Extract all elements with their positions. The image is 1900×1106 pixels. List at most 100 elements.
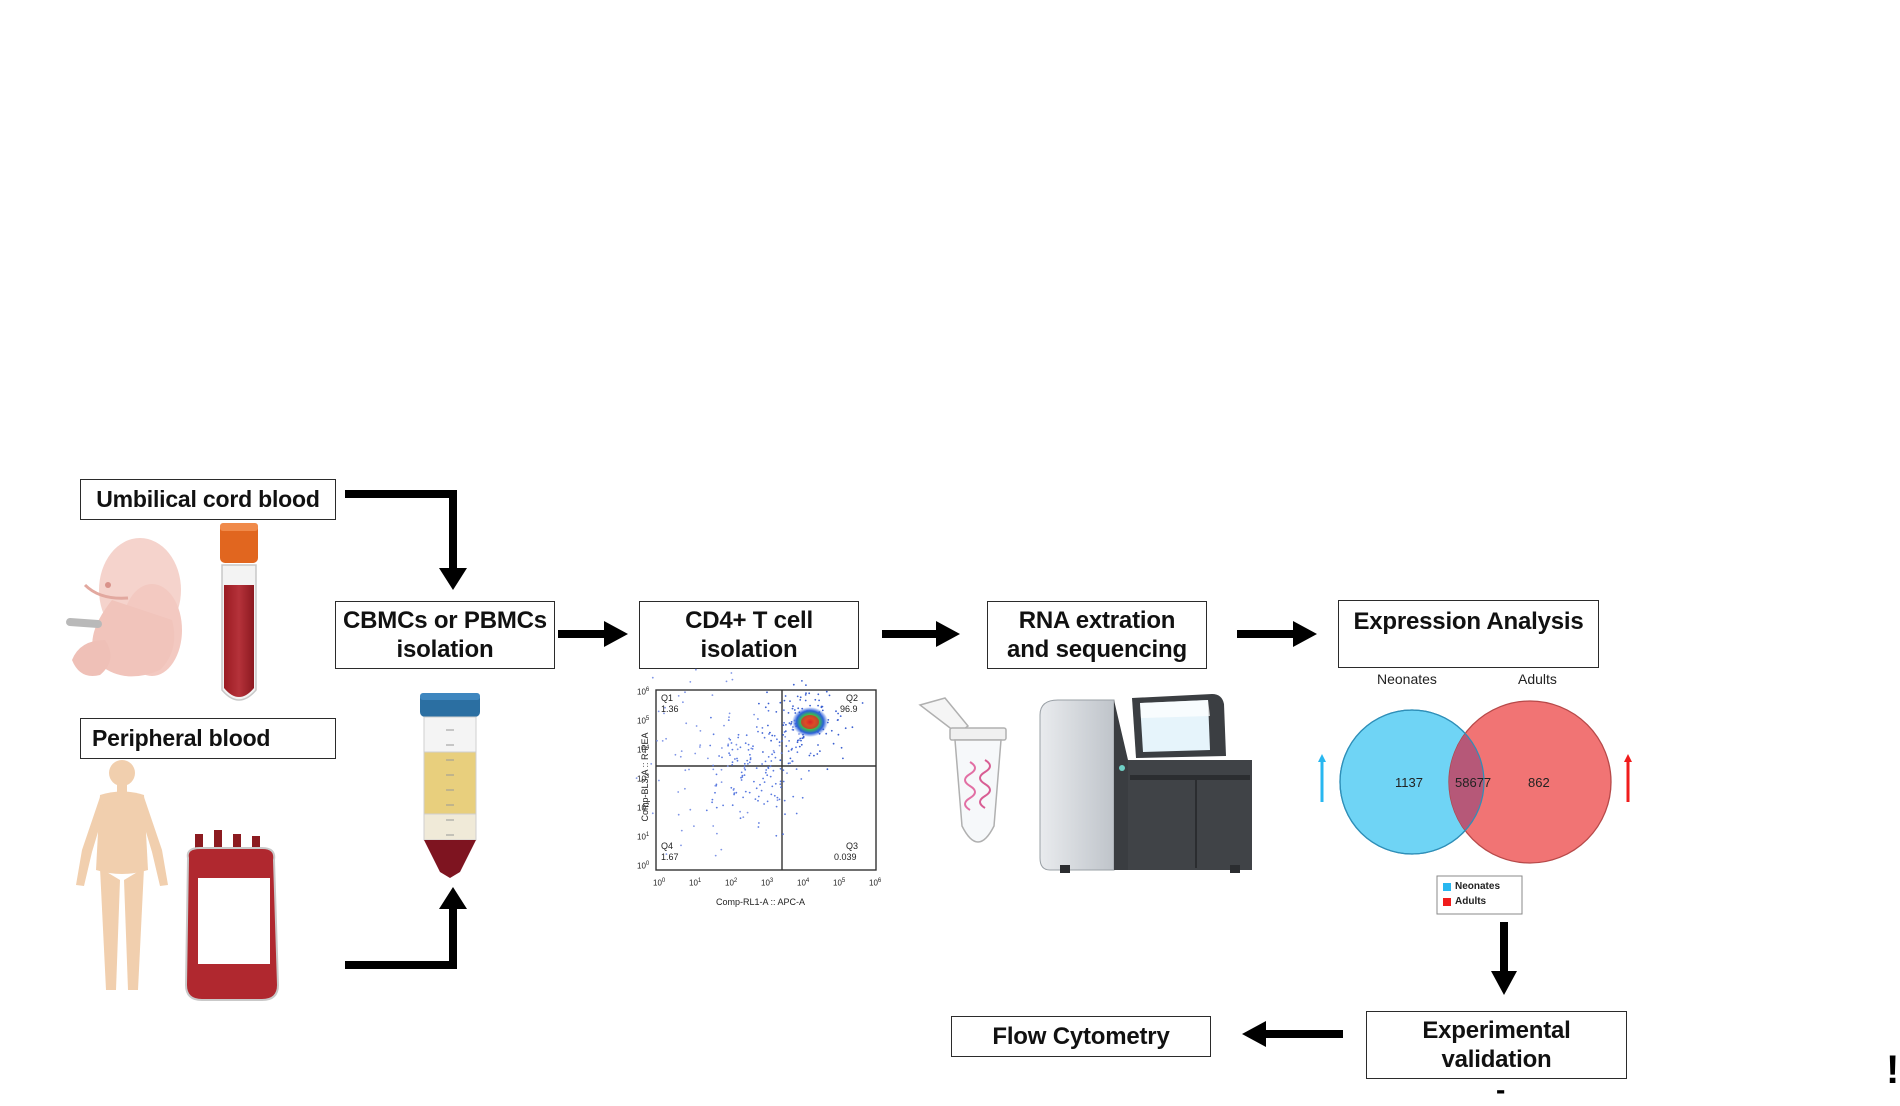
event-dot — [769, 765, 772, 768]
event-dot — [723, 724, 725, 727]
node-cell-isolation: CBMCs or PBMCs isolation — [335, 601, 555, 669]
event-dot — [757, 730, 759, 733]
event-dot — [792, 705, 794, 707]
event-dot — [757, 826, 760, 828]
event-dot — [779, 759, 782, 762]
event-dot — [785, 745, 788, 747]
event-dot — [748, 791, 751, 794]
flow-q4-value: 1.67 — [661, 852, 679, 862]
event-dot — [808, 692, 811, 695]
event-dot — [787, 762, 790, 765]
event-dot — [744, 742, 747, 745]
event-dot — [789, 762, 791, 764]
arrow-isolation-to-cd4 — [558, 621, 628, 647]
event-dot — [680, 829, 683, 832]
venn-right-title: Adults — [1518, 671, 1557, 687]
event-dot — [731, 804, 734, 807]
event-dot — [677, 791, 680, 793]
node-umbilical-cord-blood: Umbilical cord blood — [80, 479, 336, 520]
event-dot — [736, 759, 739, 762]
node-expression-analysis: Expression Analysis — [1338, 600, 1599, 668]
flow-y-tick: 101 — [637, 832, 650, 842]
event-dot — [791, 728, 794, 731]
event-dot — [742, 796, 744, 799]
event-dot — [761, 763, 763, 765]
event-dot — [758, 702, 760, 705]
event-dot — [783, 731, 786, 733]
event-dot — [769, 731, 771, 734]
event-dot — [680, 750, 683, 752]
event-dot — [712, 768, 715, 771]
event-dot — [739, 810, 741, 813]
event-dot — [684, 691, 686, 694]
venn-left-title: Neonates — [1377, 671, 1437, 687]
event-dot — [743, 767, 746, 770]
event-dot — [747, 749, 750, 751]
event-dot — [712, 825, 715, 827]
event-dot — [818, 699, 820, 702]
event-dot — [727, 744, 729, 747]
event-dot — [714, 854, 717, 857]
event-dot — [799, 737, 802, 740]
event-dot — [782, 724, 785, 726]
event-dot — [748, 761, 751, 764]
event-dot — [707, 757, 709, 760]
event-dot — [762, 777, 764, 780]
event-dot — [817, 744, 819, 746]
event-dot — [796, 751, 799, 754]
event-dot — [773, 751, 776, 754]
event-dot — [789, 757, 792, 760]
event-dot — [779, 767, 782, 770]
event-dot — [752, 745, 754, 748]
event-dot — [828, 694, 831, 697]
node-flow-label: Flow Cytometry — [992, 1022, 1170, 1050]
event-dot — [721, 756, 723, 759]
event-dot — [795, 812, 798, 815]
event-dot — [817, 704, 819, 707]
event-dot — [796, 695, 799, 698]
event-dot — [753, 713, 755, 716]
event-dot — [765, 769, 768, 771]
event-dot — [731, 761, 734, 764]
event-dot — [689, 681, 692, 683]
event-dot — [767, 756, 770, 758]
event-dot — [760, 789, 763, 792]
human-illustration — [76, 760, 168, 990]
flow-x-tick: 101 — [689, 878, 702, 888]
event-dot — [792, 795, 795, 798]
arrow-expression-to-validation — [1491, 922, 1517, 995]
event-dot — [789, 700, 791, 702]
fetus-illustration — [66, 538, 182, 677]
event-dot — [663, 712, 665, 715]
node-umbilical-label: Umbilical cord blood — [96, 486, 320, 513]
event-dot — [761, 727, 764, 729]
event-dot — [778, 741, 781, 743]
event-dot — [737, 733, 740, 736]
event-dot — [679, 755, 682, 758]
event-dot — [825, 690, 828, 693]
event-dot — [635, 777, 638, 779]
event-dot — [801, 680, 803, 682]
arrow-umbilical-to-isolation — [345, 490, 467, 590]
event-dot — [783, 699, 786, 702]
flow-x-tick: 102 — [725, 878, 738, 888]
event-dot — [844, 727, 847, 730]
event-dot — [718, 755, 720, 757]
event-dot — [837, 733, 840, 736]
event-dot — [689, 808, 692, 811]
event-dot — [770, 739, 772, 742]
event-dot — [781, 740, 783, 742]
event-dot — [782, 780, 785, 783]
flow-q2-label: Q2 — [846, 693, 859, 703]
event-dot — [821, 705, 824, 708]
stray-dash-mark: - — [1496, 1074, 1506, 1105]
event-dot — [721, 747, 723, 749]
event-dot — [699, 730, 702, 732]
event-dot — [778, 744, 781, 747]
flow-y-tick: 103 — [637, 774, 650, 784]
event-dot — [782, 734, 784, 736]
node-cd4-isolation: CD4+ T cell isolation — [639, 601, 859, 669]
event-dot — [749, 758, 752, 761]
event-dot — [768, 733, 770, 735]
